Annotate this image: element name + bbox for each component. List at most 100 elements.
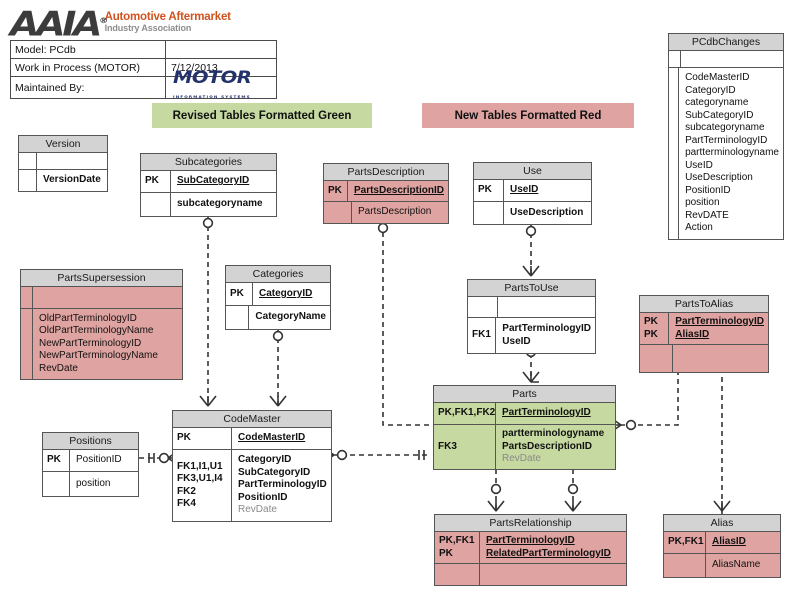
motor-wordmark-sub: INFORMATION SYSTEMS [173, 94, 251, 99]
field-name: PositionID [238, 491, 288, 503]
field-column [673, 345, 768, 372]
cardinality-zero-parts-rel-b [567, 483, 579, 495]
aaia-line2: Industry Association [104, 23, 192, 33]
key-label: PK,FK1 [439, 535, 475, 546]
field-name: RevDate [238, 504, 277, 516]
field-column: PartsDescription [352, 202, 448, 223]
key-column [19, 170, 37, 191]
field-name: RelatedPartTerminologyID [486, 547, 611, 559]
entity-title: Parts [434, 386, 615, 403]
field-name: SubCategoryID [238, 466, 311, 478]
field-name: PartTerminologyID [685, 134, 768, 146]
entity-section [21, 287, 182, 309]
entity-section [669, 51, 783, 68]
key-label: PK [145, 175, 159, 187]
key-column: PK [474, 180, 504, 201]
key-column [468, 297, 498, 317]
entity-section: position [43, 472, 138, 496]
field-name: PartsDescription [358, 206, 432, 218]
field-column: AliasName [706, 554, 780, 577]
motor-wordmark: MOTOR INFORMATION SYSTEMS [173, 67, 252, 105]
field-name: subcategoryname [685, 122, 765, 134]
field-name: position [685, 197, 720, 209]
entity-title: PartsDescription [324, 164, 448, 181]
field-column: UseID [504, 180, 591, 201]
field-column: SubCategoryID [171, 171, 276, 192]
motor-wordmark-text: MOTOR [173, 67, 252, 88]
cardinality-zero-parts-rel-a [490, 483, 502, 495]
field-name: RevDate [39, 362, 78, 374]
field-name: position [76, 477, 111, 489]
field-name: OldPartTerminologyName [39, 325, 154, 337]
field-name: CategoryID [685, 84, 736, 96]
entity-title: Categories [226, 266, 330, 283]
title-block-label-status: Work in Process (MOTOR) [11, 59, 166, 76]
field-name: subcategoryname [177, 198, 263, 210]
field-name: AliasID [675, 328, 710, 340]
field-column: PositionID [70, 450, 138, 471]
entity-section: PartsDescription [324, 202, 448, 223]
key-column [474, 202, 504, 224]
key-column [664, 554, 706, 577]
cardinality-zero-subcategories [202, 217, 214, 229]
field-column: UseDescription [504, 202, 591, 224]
entity-title: Alias [664, 515, 780, 532]
key-label: PK [328, 184, 342, 196]
field-column [498, 297, 595, 317]
aaia-wordmark: Automotive Aftermarket Industry Associat… [105, 6, 231, 34]
registered-mark-icon: ® [99, 16, 109, 25]
field-name: RevDATE [685, 209, 729, 221]
key-column [324, 202, 352, 223]
field-name: OldPartTerminologyID [39, 312, 137, 324]
key-column: PK [324, 181, 348, 201]
key-label: PK [230, 287, 244, 299]
legend-revised-label: Revised Tables Formatted Green [172, 109, 352, 122]
title-block-value-model [166, 41, 276, 58]
entity-title: Positions [43, 433, 138, 450]
field-name: UseDescription [510, 206, 584, 218]
field-name: UseDescription [685, 172, 753, 184]
field-name: partterminologyname [502, 428, 605, 440]
field-name: CodeMasterID [685, 72, 750, 84]
key-label: FK1 [472, 329, 491, 341]
entity-section: UseDescription [474, 202, 591, 224]
field-name: CategoryName [255, 311, 326, 323]
aaia-acronym: AAIA® [10, 6, 109, 41]
field-name: AliasName [712, 559, 761, 571]
key-column: PK,FK1 [664, 532, 706, 553]
cardinality-zero-positions [158, 452, 170, 464]
field-name: PartsDescriptionID [502, 440, 593, 452]
field-column: CodeMasterID [232, 428, 331, 449]
key-column [435, 564, 480, 585]
field-column: PartsDescriptionID [348, 181, 448, 201]
field-column: CategoryID [253, 283, 330, 305]
cardinality-zero-categories [272, 330, 284, 342]
field-name: NewPartTerminologyName [39, 350, 158, 362]
field-name: PartTerminologyID [486, 535, 575, 546]
field-name: UseID [510, 184, 539, 196]
entity-title: PartsRelationship [435, 515, 626, 532]
key-column [141, 193, 171, 216]
